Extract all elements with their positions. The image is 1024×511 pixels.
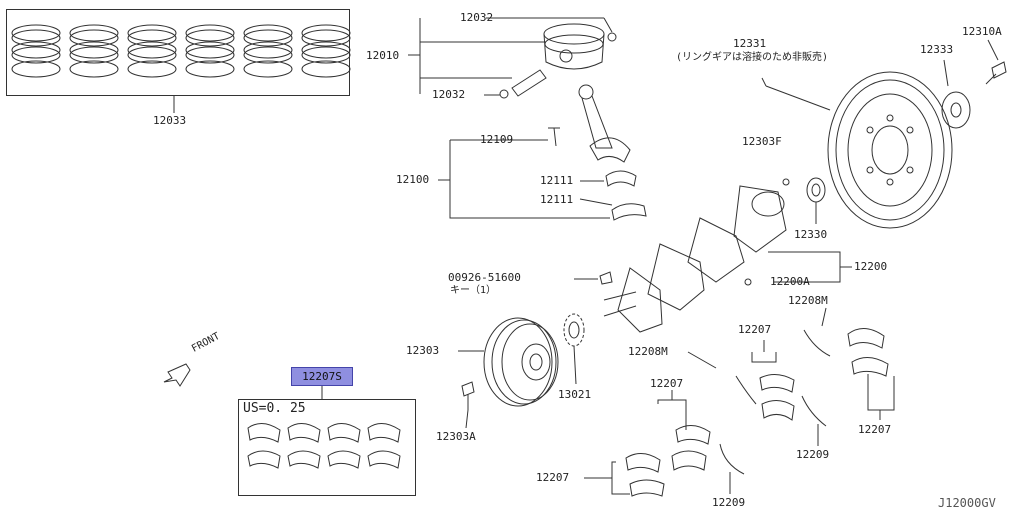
part-label-00926-51600[interactable]: 00926-51600 bbox=[448, 271, 521, 284]
crank-pulley-icon bbox=[483, 317, 559, 407]
part-label-12208M-right[interactable]: 12208M bbox=[788, 294, 828, 307]
part-label-12208M-left[interactable]: 12208M bbox=[628, 345, 668, 358]
flywheel-bolt-icon bbox=[985, 61, 1007, 85]
part-label-12111-b[interactable]: 12111 bbox=[540, 193, 574, 206]
key-note: キー（1） bbox=[450, 285, 497, 296]
part-label-12207-b[interactable]: 12207 bbox=[650, 377, 684, 390]
piston-icon bbox=[543, 23, 617, 70]
part-label-12111-a[interactable]: 12111 bbox=[540, 174, 574, 187]
part-label-12033[interactable]: 12033 bbox=[153, 114, 187, 127]
part-label-12303F[interactable]: 12303F bbox=[742, 135, 782, 148]
flywheel-icon bbox=[827, 71, 953, 229]
part-label-12032-bot[interactable]: 12032 bbox=[432, 88, 466, 101]
main-bearing-shells-icon bbox=[625, 328, 889, 497]
ring-gear-note: (リングギアは溶接のため非販売) bbox=[676, 52, 829, 63]
part-label-13021[interactable]: 13021 bbox=[558, 388, 592, 401]
crankshaft-icon bbox=[603, 178, 790, 333]
pulley-bolt-icon bbox=[461, 381, 475, 429]
part-label-12209-b[interactable]: 12209 bbox=[712, 496, 746, 509]
bearing-kit-box bbox=[238, 399, 416, 496]
part-label-12303[interactable]: 12303 bbox=[406, 344, 440, 357]
part-label-12303A[interactable]: 12303A bbox=[436, 430, 476, 443]
part-label-12200A[interactable]: 12200A bbox=[770, 275, 810, 288]
connecting-rod-icon bbox=[548, 84, 631, 163]
undersize-note: US=0. 25 bbox=[243, 401, 306, 416]
piston-pin-icon bbox=[499, 69, 547, 99]
thrust-washers-icon bbox=[719, 329, 831, 475]
part-label-12207-c[interactable]: 12207 bbox=[858, 423, 892, 436]
reinforcement-plate-icon bbox=[941, 91, 971, 129]
part-label-12209-a[interactable]: 12209 bbox=[796, 448, 830, 461]
woodruff-key-icon bbox=[599, 271, 613, 285]
crank-sprocket-icon bbox=[563, 313, 585, 347]
part-label-12207-d[interactable]: 12207 bbox=[536, 471, 570, 484]
part-label-12032-top[interactable]: 12032 bbox=[460, 11, 494, 24]
rod-bearing-lower-icon bbox=[611, 203, 647, 221]
part-label-12200[interactable]: 12200 bbox=[854, 260, 888, 273]
part-label-12109[interactable]: 12109 bbox=[480, 133, 514, 146]
rod-bearing-upper-icon bbox=[605, 170, 637, 187]
part-label-12330[interactable]: 12330 bbox=[794, 228, 828, 241]
diagram-code: J12000GV bbox=[938, 496, 996, 510]
part-label-12331[interactable]: 12331 bbox=[733, 37, 767, 50]
piston-rings-icon bbox=[11, 24, 351, 78]
selected-part-12207S[interactable]: 12207S bbox=[291, 367, 353, 386]
part-label-12100[interactable]: 12100 bbox=[396, 173, 430, 186]
part-label-12010[interactable]: 12010 bbox=[366, 49, 400, 62]
thrust-washer-icon bbox=[806, 177, 826, 203]
bearing-kit-shells-icon bbox=[247, 423, 401, 469]
part-label-12207-a[interactable]: 12207 bbox=[738, 323, 772, 336]
front-arrow-icon bbox=[163, 363, 191, 387]
part-label-12310A[interactable]: 12310A bbox=[962, 25, 1002, 38]
part-label-12333[interactable]: 12333 bbox=[920, 43, 954, 56]
